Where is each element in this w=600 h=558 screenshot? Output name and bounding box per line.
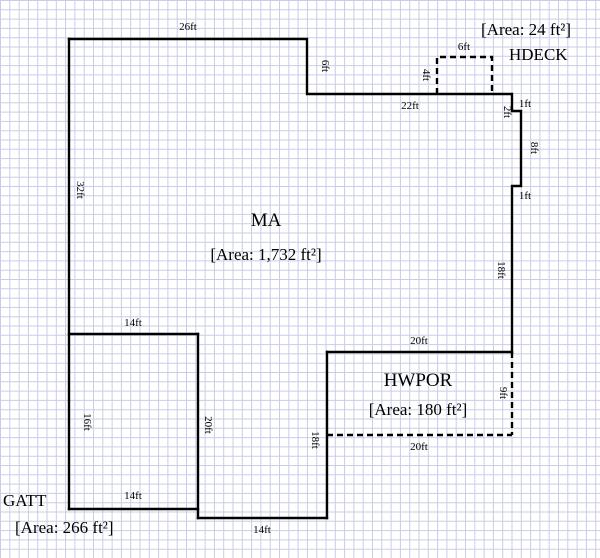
dim-hwpor-top: 20ft — [410, 335, 428, 347]
dim-hwpor-bottom: 20ft — [410, 441, 428, 453]
dim-right-bump: 8ft — [528, 142, 540, 154]
hwpor-area-name: HWPOR — [384, 370, 453, 391]
dim-right-jog-b: 1ft — [519, 190, 531, 202]
dim-hdeck-top: 6ft — [458, 41, 470, 53]
dim-gatt-right: 20ft — [202, 416, 214, 434]
hdeck-area-value: [Area: 24 ft²] — [481, 20, 571, 39]
ma-area-name: MA — [251, 210, 282, 231]
gatt-area-name: GATT — [3, 491, 47, 510]
dim-ma-notch-bottom: 22ft — [401, 100, 419, 112]
dim-gatt-top: 14ft — [124, 317, 142, 329]
gatt-area-value: [Area: 266 ft²] — [15, 518, 114, 537]
ma-area-value: [Area: 1,732 ft²] — [210, 245, 321, 264]
hdeck-area-name: HDECK — [509, 45, 568, 64]
dim-hwpor-left: 18ft — [309, 431, 321, 449]
dim-gatt-left: 16ft — [81, 413, 93, 431]
hwpor-area-value: [Area: 180 ft²] — [369, 400, 468, 419]
hdeck-dashed-outline — [435, 55, 494, 94]
dim-right-step-a: 2ft — [501, 106, 513, 118]
dim-ma-top: 26ft — [179, 21, 197, 33]
dim-bottom-step: 14ft — [253, 524, 271, 536]
dim-hwpor-right: 9ft — [497, 387, 509, 399]
dim-gatt-bottom: 14ft — [124, 490, 142, 502]
dim-ma-left: 32ft — [74, 181, 86, 199]
main-area-outline — [67, 37, 523, 354]
dim-right-jog-a: 1ft — [519, 98, 531, 110]
dim-right-lower: 18ft — [495, 261, 507, 279]
dim-ma-notch-left: 6ft — [319, 60, 331, 72]
dim-hdeck-left: 4ft — [420, 69, 432, 81]
